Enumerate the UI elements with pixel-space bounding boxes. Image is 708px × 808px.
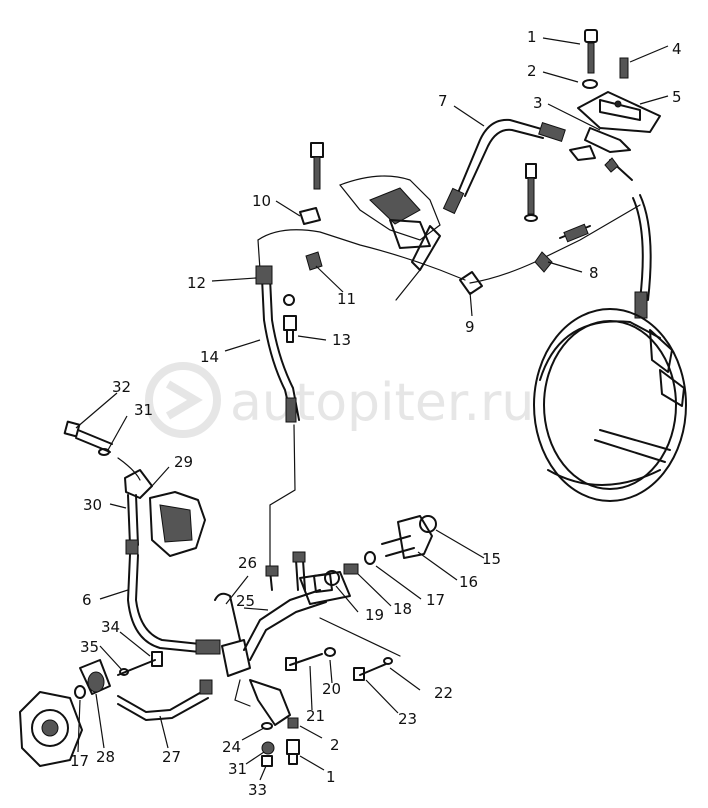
pipe-14 (255, 265, 300, 571)
callout-label: 3 (533, 94, 543, 112)
callout-label: 26 (238, 554, 257, 572)
callout-label: 17 (70, 752, 89, 770)
junction-block (214, 551, 351, 726)
callout-label: 35 (80, 638, 99, 656)
callout-label: 25 (236, 592, 255, 610)
callout-label: 31 (134, 401, 153, 419)
callout-label: 34 (101, 618, 120, 636)
pipe-6 (127, 554, 221, 655)
callout-label: 1 (326, 768, 336, 786)
hose-to-band (632, 194, 652, 319)
flange-fitting (319, 515, 437, 657)
watermark-text: autopiter.ru (230, 373, 534, 433)
callout-label: 17 (426, 591, 445, 609)
callout-label: 29 (174, 453, 193, 471)
callout-label: 12 (187, 274, 206, 292)
callout-label: 19 (365, 606, 384, 624)
callout-label: 23 (398, 710, 417, 728)
callout-label: 21 (306, 707, 325, 725)
pipe-8-9 (459, 204, 641, 295)
watermark: autopiter.ru (145, 362, 534, 438)
callout-label: 14 (200, 348, 219, 366)
callout-label: 1 (527, 28, 537, 46)
bottom-fittings (261, 717, 300, 767)
callout-label: 2 (527, 62, 537, 80)
callout-label: 33 (248, 781, 267, 799)
callout-label: 32 (112, 378, 131, 396)
linkage-assembly (257, 142, 466, 301)
left-upper-fitting (63, 420, 206, 557)
callout-label: 18 (393, 600, 412, 618)
callout-label: 4 (672, 40, 682, 58)
callout-label: 9 (465, 318, 475, 336)
callout-label: 30 (83, 496, 102, 514)
hose-7 (442, 118, 566, 215)
callout-label: 8 (589, 264, 599, 282)
callout-label: 22 (434, 684, 453, 702)
bolt-8-upper (524, 163, 538, 222)
callout-label: 10 (252, 192, 271, 210)
callout-label: 6 (82, 591, 92, 609)
valve-cap-assembly (569, 29, 661, 181)
callout-label: 31 (228, 760, 247, 778)
leader-lines (75, 37, 669, 781)
callout-label: 11 (337, 290, 356, 308)
callout-label: 13 (332, 331, 351, 349)
callout-label: 27 (162, 748, 181, 766)
callout-label: 15 (482, 550, 501, 568)
callout-labels: 1 2 3 4 5 7 8 9 10 11 12 13 14 32 31 29 … (70, 28, 682, 799)
callout-label: 28 (96, 748, 115, 766)
callout-label: 2 (330, 736, 340, 754)
callout-label: 16 (459, 573, 478, 591)
left-lower-assembly (19, 651, 163, 767)
pipe-27 (117, 679, 213, 721)
brake-band (533, 308, 687, 502)
callout-label: 20 (322, 680, 341, 698)
callout-label: 24 (222, 738, 241, 756)
callout-label: 7 (438, 92, 448, 110)
callout-label: 5 (672, 88, 682, 106)
bolts-lower (285, 647, 393, 681)
